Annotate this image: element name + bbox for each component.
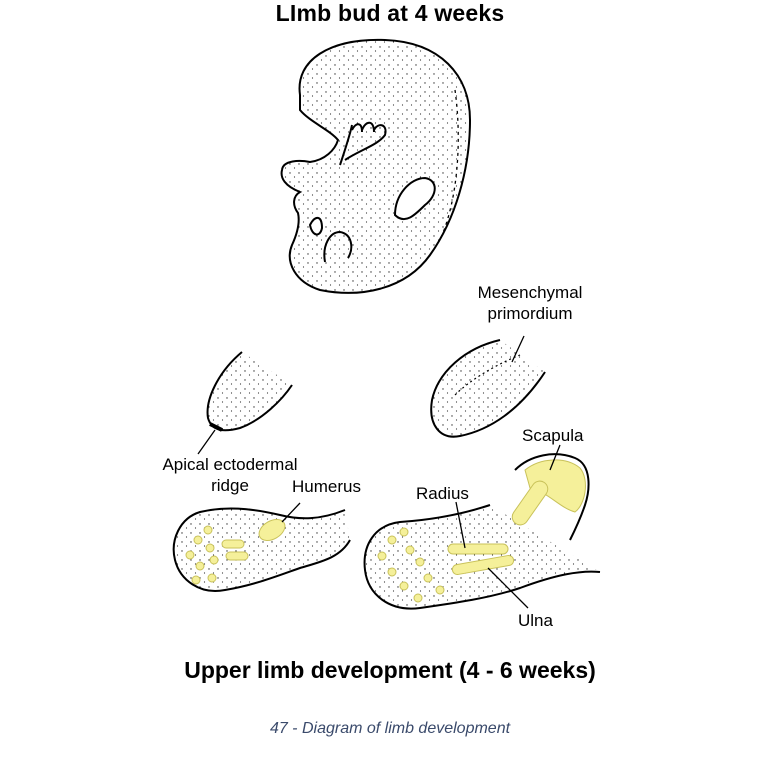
label-ulna: Ulna [518,611,553,630]
figure-title-top: LImb bud at 4 weeks [275,0,505,26]
label-humerus: Humerus [292,477,361,496]
figure-caption: 47 - Diagram of limb development [269,720,511,737]
label-scapula: Scapula [522,426,584,445]
limb-bud-mesenchymal [430,335,546,438]
label-mesenchymal-line2: primordium [487,304,573,323]
figure-title-bottom: Upper limb development (4 - 6 weeks) [184,657,596,683]
developed-limb [363,444,601,610]
label-apical-line2: ridge [211,476,249,495]
label-apical-line1: Apical ectodermal [162,455,298,474]
embryo-4-weeks [280,38,472,294]
label-mesenchymal-primordium: Mesenchymal primordium [455,282,605,324]
label-apical-ectodermal-ridge: Apical ectodermal ridge [140,454,320,496]
early-limb-bud [197,351,293,455]
hand-plate-humerus [172,502,351,592]
label-mesenchymal-line1: Mesenchymal [477,283,583,302]
label-radius: Radius [416,484,469,503]
